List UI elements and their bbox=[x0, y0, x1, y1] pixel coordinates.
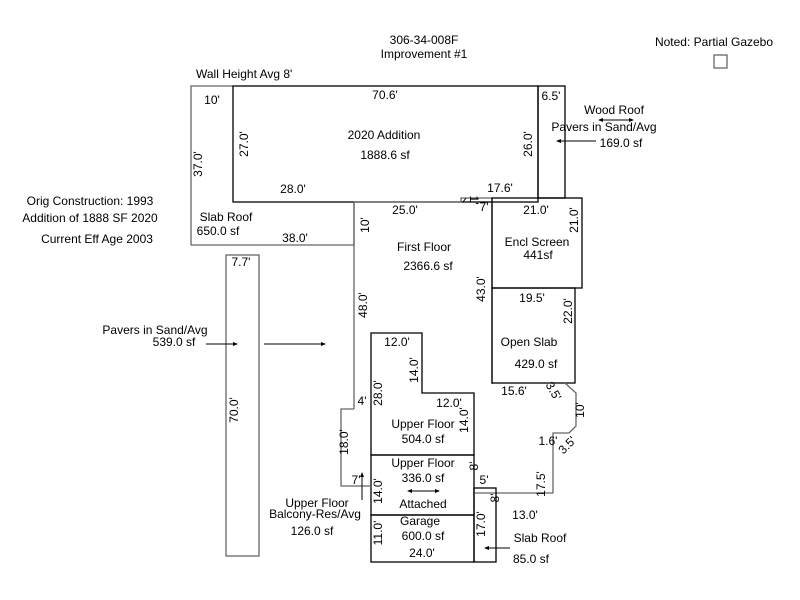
addition-sf: 1888.6 sf bbox=[360, 148, 410, 162]
dim-label: 26.0' bbox=[521, 131, 535, 157]
dim-label: 10' bbox=[573, 402, 587, 418]
dim-label: 25.0' bbox=[392, 203, 418, 217]
dim-label: 14.0' bbox=[407, 357, 421, 383]
arrow-head bbox=[598, 118, 603, 122]
addition-info: Addition of 1888 SF 2020 bbox=[22, 211, 158, 225]
open-slab-sf: 429.0 sf bbox=[515, 357, 558, 371]
open-slab-name: Open Slab bbox=[501, 335, 558, 349]
dim-label: 24.0' bbox=[409, 546, 435, 560]
arrow-head bbox=[556, 139, 561, 143]
slab-roof-small-outline bbox=[473, 487, 497, 563]
pavers-sf: 539.0 sf bbox=[153, 335, 196, 349]
gazebo-note: Noted: Partial Gazebo bbox=[655, 35, 773, 49]
dim-label: 13.0' bbox=[512, 508, 538, 522]
dim-label: 7' bbox=[480, 200, 489, 214]
first-floor-sf: 2366.6 sf bbox=[403, 259, 453, 273]
eff-age: Current Eff Age 2003 bbox=[41, 232, 153, 246]
wall-height-label: Wall Height Avg 8' bbox=[196, 67, 292, 81]
dim-label: 70.0' bbox=[227, 397, 241, 423]
dim-label: 14.0' bbox=[371, 478, 385, 504]
dim-label: 15.6' bbox=[501, 384, 527, 398]
arrow-head bbox=[435, 489, 440, 493]
dim-label: 43.0' bbox=[474, 276, 488, 302]
parcel-id: 306-34-008F bbox=[390, 33, 459, 47]
wood-roof-sf: 169.0 sf bbox=[600, 136, 643, 150]
dim-label: 21.0' bbox=[567, 207, 581, 233]
improvement-label: Improvement #1 bbox=[381, 47, 468, 61]
dim-label: 17.6' bbox=[487, 181, 513, 195]
dim-label: 38.0' bbox=[282, 231, 308, 245]
pavers-outline bbox=[225, 254, 260, 557]
arrow-head bbox=[407, 489, 412, 493]
wood-roof-sub: Pavers in Sand/Avg bbox=[551, 120, 656, 134]
upper-floor-504-sf: 504.0 sf bbox=[402, 432, 445, 446]
arrow-head bbox=[360, 472, 364, 477]
dim-label: 11.0' bbox=[371, 521, 385, 546]
dim-label: 48.0' bbox=[356, 292, 370, 318]
dim-label: 10' bbox=[204, 93, 220, 107]
slab-roof-small-sf: 85.0 sf bbox=[513, 552, 550, 566]
balcony-outline bbox=[340, 408, 371, 487]
dim-label: 7' bbox=[352, 473, 361, 487]
dim-label: 22.0' bbox=[561, 298, 575, 324]
dim-label: 1' bbox=[467, 196, 481, 205]
dim-label: 28.0' bbox=[371, 380, 385, 406]
dim-label: 17.0' bbox=[474, 511, 488, 537]
dim-label: 4' bbox=[358, 394, 367, 408]
dim-label: 10' bbox=[358, 217, 372, 233]
attached-label: Attached bbox=[399, 497, 446, 511]
dim-label: 7.7' bbox=[232, 255, 251, 269]
dim-label: 27.0' bbox=[237, 131, 251, 157]
balcony-sf: 126.0 sf bbox=[291, 524, 334, 538]
slab-roof-sf: 650.0 sf bbox=[197, 224, 240, 238]
encl-screen-name: Encl Screen bbox=[505, 235, 570, 249]
arrow-head bbox=[233, 342, 238, 346]
dim-label: 14.0' bbox=[457, 407, 471, 433]
dim-label: 70.6' bbox=[372, 88, 398, 102]
encl-screen-sf: 441sf bbox=[523, 248, 553, 262]
dim-label: 1.6' bbox=[539, 434, 558, 448]
addition-name: 2020 Addition bbox=[348, 128, 421, 142]
open-slab-outline bbox=[491, 287, 576, 384]
dim-label: 19.5' bbox=[519, 291, 545, 305]
wood-roof-name: Wood Roof bbox=[584, 103, 644, 117]
upper-floor-504-name: Upper Floor bbox=[391, 417, 454, 431]
arrow-head bbox=[321, 342, 326, 346]
first-floor-outline bbox=[354, 197, 493, 384]
balcony-name: Upper Floor bbox=[285, 496, 348, 510]
dim-label: 18.0' bbox=[337, 429, 351, 455]
slab-roof-small-name: Slab Roof bbox=[514, 531, 567, 545]
dim-label: 5' bbox=[480, 473, 489, 487]
dim-label: 6.5' bbox=[542, 89, 561, 103]
upper-floor-336-name: Upper Floor bbox=[391, 456, 454, 470]
garage-sf: 600.0 sf bbox=[402, 529, 445, 543]
dim-label: 21.0' bbox=[523, 203, 549, 217]
arrow-head bbox=[629, 118, 634, 122]
dim-label: 8' bbox=[467, 462, 481, 471]
first-floor-name: First Floor bbox=[397, 240, 451, 254]
dim-label: 12.0' bbox=[384, 335, 410, 349]
dim-label: 3.5' bbox=[556, 434, 579, 457]
gazebo-checkbox[interactable] bbox=[713, 54, 728, 69]
dim-label: 8' bbox=[488, 494, 502, 503]
dim-label: 12.0' bbox=[436, 396, 462, 410]
dim-label: 28.0' bbox=[280, 182, 306, 196]
upper-floor-336-sf: 336.0 sf bbox=[402, 471, 445, 485]
garage-name: Garage bbox=[400, 514, 440, 528]
dim-label: 17.5' bbox=[534, 471, 548, 497]
jog-arrow bbox=[462, 197, 467, 203]
orig-construction: Orig Construction: 1993 bbox=[27, 194, 154, 208]
balcony-sub: Balcony-Res/Avg bbox=[269, 507, 361, 521]
east-wall-outline bbox=[475, 382, 577, 494]
slab-roof-name: Slab Roof bbox=[200, 210, 253, 224]
pavers-name: Pavers in Sand/Avg bbox=[102, 323, 207, 337]
dim-label: 37.0' bbox=[191, 151, 205, 177]
arrow-head bbox=[484, 546, 489, 550]
